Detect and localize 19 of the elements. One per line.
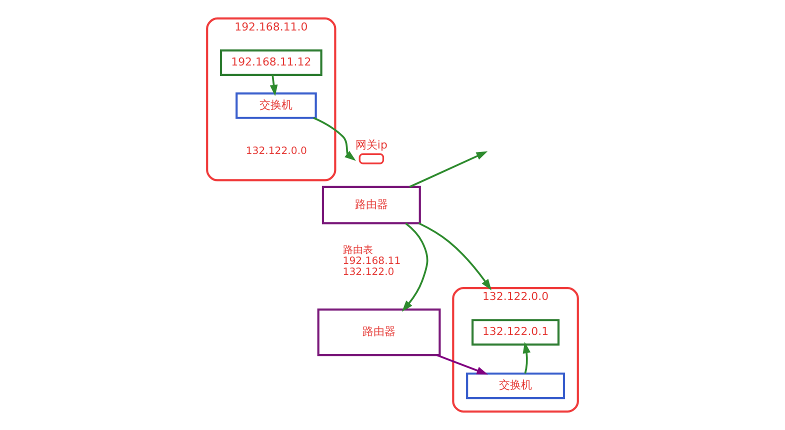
- arrow: [270, 74, 278, 96]
- node-box: 交换机: [466, 372, 566, 400]
- node-box: 交换机: [236, 92, 317, 119]
- arrow: [418, 222, 492, 290]
- arrow: [313, 117, 356, 161]
- node-label: 132.122.0: [342, 267, 394, 278]
- arrow: [522, 342, 531, 374]
- arrow: [409, 151, 488, 188]
- arrow: [402, 222, 428, 312]
- node-box: [358, 153, 384, 164]
- node-box: 路由器: [317, 308, 441, 356]
- node-label: 网关ip: [355, 138, 388, 152]
- node-box: 路由器: [322, 186, 421, 224]
- arrow: [436, 354, 488, 375]
- node-box: 132.122.0.1: [472, 319, 560, 346]
- node-box: 192.168.11.12: [220, 49, 322, 76]
- node-label: 路由表: [342, 245, 373, 256]
- node-label: 192.168.11: [342, 256, 401, 268]
- node-label: 132.122.0.0: [246, 146, 307, 158]
